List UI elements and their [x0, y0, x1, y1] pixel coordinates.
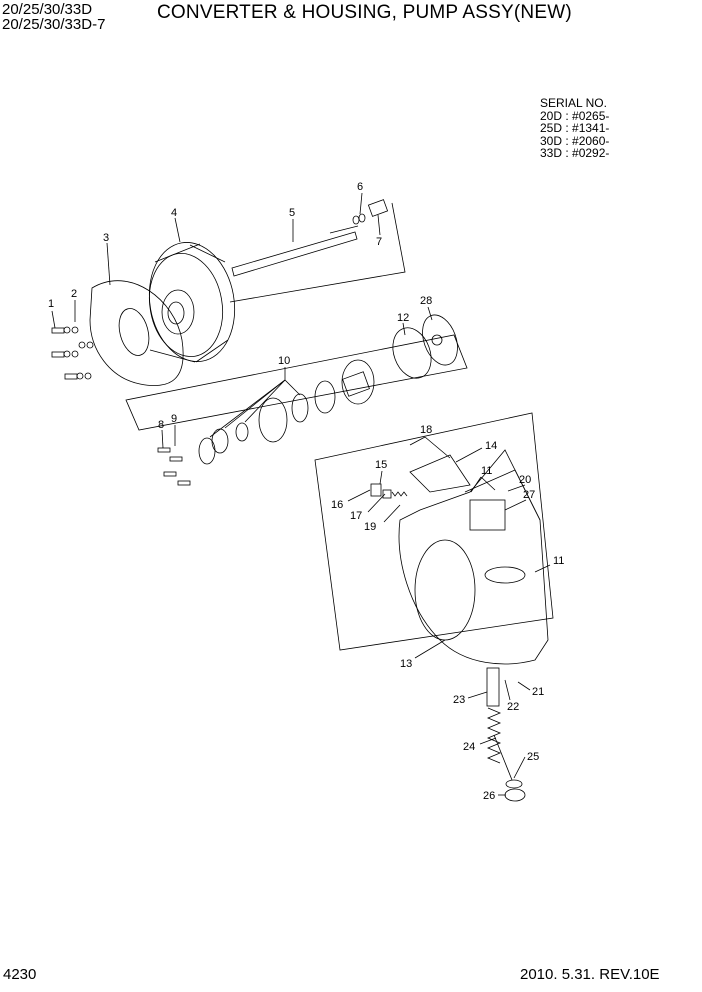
page-number: 4230 — [3, 966, 37, 983]
frame-upper — [229, 202, 406, 303]
leader-lines — [51, 192, 551, 796]
revision-date: 2010. 5.31. REV.10E — [520, 966, 660, 983]
pump-bolts — [157, 447, 191, 486]
callout-25: 25 — [527, 751, 539, 763]
callout-13: 13 — [400, 658, 412, 670]
serial-line-33d: 33D : #0292- — [540, 146, 610, 160]
callout-11a: 11 — [481, 465, 492, 477]
callout-14: 18 — [420, 424, 432, 436]
callout-4: 4 — [171, 207, 177, 219]
callout-7: 7 — [376, 236, 382, 248]
callout-20: 20 — [519, 474, 531, 486]
flex-plate — [89, 280, 184, 386]
callout-2: 2 — [71, 288, 77, 300]
callout-1: 1 — [48, 298, 54, 310]
serial-line-20d: 20D : #0265- — [540, 109, 610, 123]
frame-housing — [314, 412, 554, 651]
callout-labels: 1 2 3 4 5 6 7 8 9 10 11 11 18 12 13 14 1… — [48, 181, 564, 802]
callout-19: 19 — [364, 521, 376, 533]
callout-16: 15 — [375, 459, 387, 471]
callout-9: 9 — [171, 413, 177, 425]
oil-fill-tube-assy — [486, 667, 526, 802]
callout-5: 5 — [289, 207, 295, 219]
cover-plate — [409, 454, 471, 493]
callout-8: 8 — [158, 419, 164, 431]
page-title: CONVERTER & HOUSING, PUMP ASSY(NEW) — [157, 2, 572, 23]
callout-27: 27 — [523, 489, 535, 501]
snap-ring-and-bushing — [352, 199, 389, 225]
input-shaft — [231, 225, 359, 277]
callout-6: 6 — [357, 181, 363, 193]
callout-10: 10 — [278, 355, 290, 367]
frame-pump — [125, 334, 468, 431]
relief-valve-parts — [370, 483, 408, 499]
pump-cover-plate — [422, 314, 458, 366]
serial-heading: SERIAL NO. — [540, 96, 607, 110]
callout-23: 23 — [453, 694, 465, 706]
model-code-line2: 20/25/30/33D-7 — [2, 16, 106, 33]
callout-26: 26 — [483, 790, 495, 802]
serial-line-25d: 25D : #1341- — [540, 121, 610, 135]
callout-24: 24 — [463, 741, 475, 753]
o-ring — [392, 327, 432, 379]
torque-converter — [148, 242, 236, 363]
callout-21: 21 — [532, 686, 544, 698]
callout-12: 12 — [397, 312, 409, 324]
callout-17: 16 — [331, 499, 343, 511]
callout-11b: 11 — [553, 555, 564, 567]
callout-28: 28 — [420, 295, 432, 307]
model-code-line1: 20/25/30/33D — [2, 1, 93, 18]
oil-pump-assembly — [198, 359, 375, 465]
callout-3: 3 — [103, 232, 109, 244]
callout-15: 14 — [485, 440, 497, 452]
mounting-bolts — [51, 326, 94, 380]
callout-22: 22 — [507, 701, 519, 713]
callout-18: 17 — [350, 510, 362, 522]
serial-line-30d: 30D : #2060- — [540, 134, 610, 148]
